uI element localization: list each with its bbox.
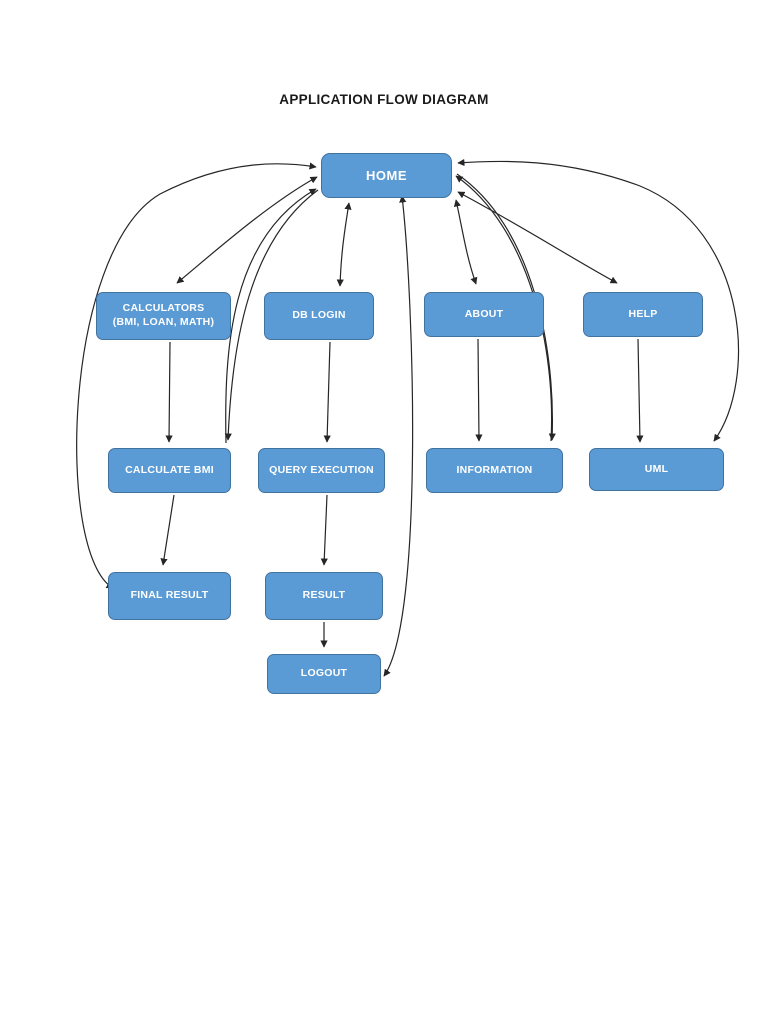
node-information[interactable]: INFORMATION: [426, 448, 563, 493]
edge-about-to-information: [475, 338, 483, 442]
node-dblogin[interactable]: DB LOGIN: [264, 292, 374, 340]
node-calculators[interactable]: CALCULATORS(BMI, LOAN, MATH): [96, 292, 231, 340]
node-label: DB LOGIN: [292, 309, 345, 323]
edge-home-to-calcbmi: [224, 189, 319, 441]
node-label: QUERY EXECUTION: [269, 464, 374, 478]
node-logout[interactable]: LOGOUT: [267, 654, 381, 694]
node-label-line: UML: [644, 462, 669, 475]
node-label: HOME: [366, 167, 407, 184]
edge-home-to-about: [453, 199, 478, 285]
page-title: APPLICATION FLOW DIAGRAM: [279, 92, 489, 107]
node-help[interactable]: HELP: [583, 292, 703, 337]
node-label-line: DB LOGIN: [292, 309, 346, 322]
edge-help-to-uml: [636, 338, 644, 443]
node-result[interactable]: RESULT: [265, 572, 383, 620]
edge-home-to-help: [457, 191, 618, 284]
edge-queryexec-to-result: [320, 494, 328, 566]
node-label: HELP: [628, 308, 657, 322]
node-label: FINAL RESULT: [131, 589, 209, 603]
edge-logout-to-home: [383, 195, 414, 677]
node-label: LOGOUT: [301, 667, 347, 681]
node-label-line: (BMI, LOAN, MATH): [112, 316, 215, 328]
node-label-line: LOGOUT: [300, 667, 348, 680]
node-about[interactable]: ABOUT: [424, 292, 544, 337]
edge-home-to-calculators: [176, 176, 318, 284]
node-label: RESULT: [303, 589, 346, 603]
edge-uml-to-home: [457, 158, 740, 442]
node-label: UML: [645, 463, 669, 477]
node-label-line: QUERY EXECUTION: [269, 463, 374, 476]
node-home[interactable]: HOME: [321, 153, 452, 198]
node-label: CALCULATORS(BMI, LOAN, MATH): [113, 302, 214, 330]
node-label-line: HELP: [628, 307, 658, 320]
node-calcbmi[interactable]: CALCULATE BMI: [108, 448, 231, 493]
node-label-line: CALCULATORS: [122, 302, 205, 315]
edges-group: [76, 158, 740, 677]
edge-calcbmi-to-home: [225, 188, 317, 444]
node-queryexec[interactable]: QUERY EXECUTION: [258, 448, 385, 493]
node-label: ABOUT: [465, 308, 504, 322]
node-label-line: INFORMATION: [456, 463, 533, 476]
edge-dblogin-to-queryexec: [323, 341, 331, 443]
node-uml[interactable]: UML: [589, 448, 724, 491]
edge-finalresult-to-home: [76, 162, 317, 589]
node-finalresult[interactable]: FINAL RESULT: [108, 572, 231, 620]
node-label: INFORMATION: [456, 464, 532, 478]
edge-calcbmi-to-finalresult: [160, 494, 175, 566]
node-label-line: CALCULATE BMI: [125, 463, 214, 476]
node-label-line: ABOUT: [464, 307, 504, 320]
edge-home-to-dblogin: [336, 202, 352, 287]
node-label-line: RESULT: [302, 589, 346, 602]
node-label-line: FINAL RESULT: [130, 589, 209, 602]
node-label-line: HOME: [366, 167, 407, 183]
node-label: CALCULATE BMI: [125, 464, 214, 478]
edge-calculators-to-calcbmi: [165, 341, 173, 443]
